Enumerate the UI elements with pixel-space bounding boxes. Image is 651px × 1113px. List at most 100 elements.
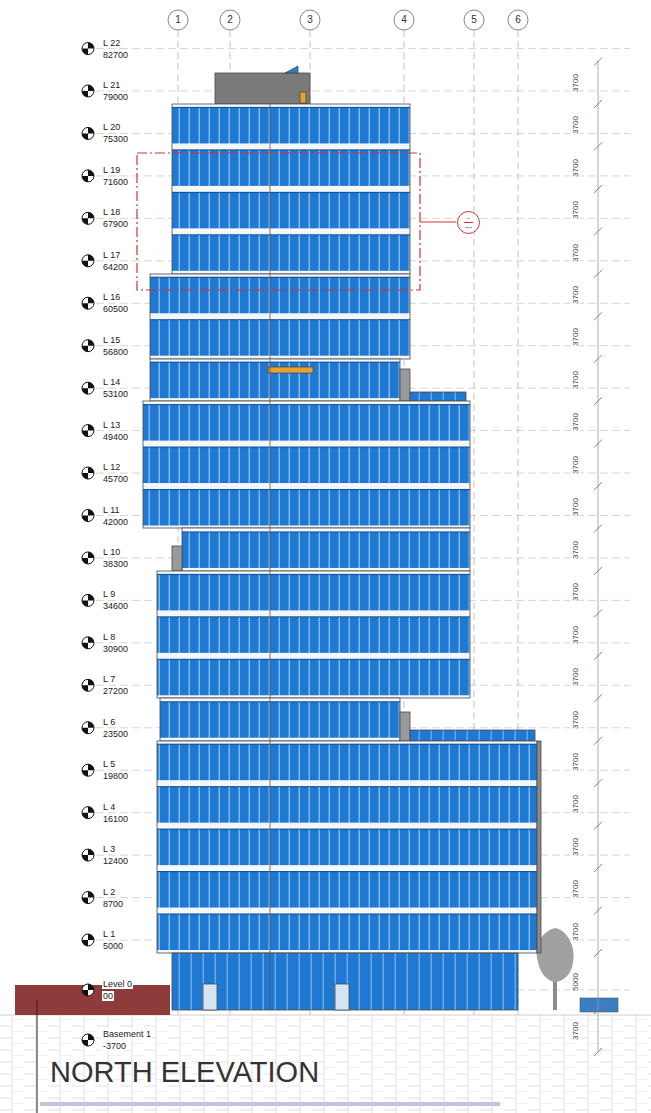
tower-lower: [157, 571, 470, 698]
canopy: [268, 367, 313, 373]
level-marker-fill: [82, 990, 88, 996]
dimension-tick: [594, 185, 602, 193]
dimension-text: 3700: [571, 497, 580, 517]
level-marker-fill: [88, 892, 94, 898]
grid-bubble: [394, 10, 414, 30]
level-name: L 20: [102, 122, 121, 132]
level-marker: [82, 43, 94, 55]
level-height: -3700: [102, 1041, 127, 1051]
level-marker: [82, 722, 94, 734]
pier: [172, 546, 182, 571]
level-marker-fill: [88, 764, 94, 770]
level-height: 82700: [102, 50, 129, 60]
dimension-text: 3700: [571, 625, 580, 645]
level-height: 12400: [102, 856, 129, 866]
adjacent-building: [15, 985, 170, 1015]
dimension-tick: [594, 397, 602, 405]
level-name: L 10: [102, 547, 121, 557]
level-marker-fill: [88, 510, 94, 516]
dimension-tick: [594, 779, 602, 787]
level-height: 53100: [102, 389, 129, 399]
dimension-tick: [594, 567, 602, 575]
level-marker-fill: [88, 984, 94, 990]
level-name: L 5: [102, 759, 116, 769]
level-6: [160, 698, 400, 741]
level-marker: [82, 637, 94, 649]
level-marker-fill: [82, 855, 88, 861]
level-name: L 6: [102, 717, 116, 727]
callout-bubble: ----: [457, 211, 480, 234]
level-marker-fill: [88, 722, 94, 728]
grid-bubble: [508, 10, 528, 30]
grid-bubble: [464, 10, 484, 30]
level-marker-fill: [88, 212, 94, 218]
level-marker-fill: [82, 558, 88, 564]
dimension-text: 3700: [571, 837, 580, 857]
level-marker-fill: [82, 133, 88, 139]
level-marker-fill: [82, 728, 88, 734]
level-marker-fill: [88, 85, 94, 91]
dimension-tick: [594, 58, 602, 66]
level-height: 75300: [102, 134, 129, 144]
level-marker-fill: [82, 600, 88, 606]
level-name: L 14: [102, 377, 121, 387]
level-10: [182, 528, 470, 571]
grid-number: 6: [508, 10, 528, 30]
level-marker: [82, 679, 94, 691]
dimension-text: 3700: [571, 243, 580, 263]
level-marker-fill: [82, 813, 88, 819]
level-name: L 3: [102, 844, 116, 854]
level-marker: [82, 340, 94, 352]
level-marker-fill: [82, 431, 88, 437]
level-marker: [82, 934, 94, 946]
level-marker-fill: [88, 594, 94, 600]
level-marker: [82, 127, 94, 139]
level-marker-fill: [82, 261, 88, 267]
tree: [537, 928, 574, 982]
level-height: 60500: [102, 304, 129, 314]
dimension-tick: [594, 227, 602, 235]
level-marker: [82, 764, 94, 776]
tower-middle: [143, 401, 470, 528]
level-name: L 21: [102, 80, 121, 90]
level-marker: [82, 510, 94, 522]
level-marker-fill: [82, 346, 88, 352]
level-height: 23500: [102, 729, 129, 739]
level-height: 19800: [102, 771, 129, 781]
level-marker-fill: [88, 849, 94, 855]
ground-floor: [172, 953, 518, 1010]
dimension-text: 3700: [571, 752, 580, 772]
level-name: L 22: [102, 38, 121, 48]
level-marker-fill: [82, 898, 88, 904]
balustrade: [410, 392, 466, 401]
building: [143, 66, 541, 1010]
level-height: 34600: [102, 601, 129, 611]
title-underline: [40, 1102, 500, 1106]
level-height: 45700: [102, 474, 129, 484]
grid-number: 2: [220, 10, 240, 30]
level-line: [96, 91, 630, 92]
grid-bubble: [168, 10, 188, 30]
dimension-tick: [594, 100, 602, 108]
level-name: L 12: [102, 462, 121, 472]
level-name: L 7: [102, 674, 116, 684]
dimension-text: 3700: [571, 795, 580, 815]
level-marker-fill: [88, 170, 94, 176]
dimension-text: 3700: [571, 370, 580, 390]
level-name: L 4: [102, 802, 116, 812]
dimension-tick: [594, 949, 602, 957]
level-name: L 16: [102, 292, 121, 302]
grid-number: 4: [394, 10, 414, 30]
level-marker: [82, 212, 94, 224]
level-height: 71600: [102, 177, 129, 187]
level-marker-fill: [82, 473, 88, 479]
level-marker-fill: [82, 388, 88, 394]
level-marker: [82, 984, 94, 996]
level-name: L 9: [102, 589, 116, 599]
reference-lines: [96, 49, 630, 1040]
dimension-tick: [594, 822, 602, 830]
level-marker-fill: [82, 218, 88, 224]
level-marker-fill: [82, 940, 88, 946]
level-line: [96, 48, 630, 49]
